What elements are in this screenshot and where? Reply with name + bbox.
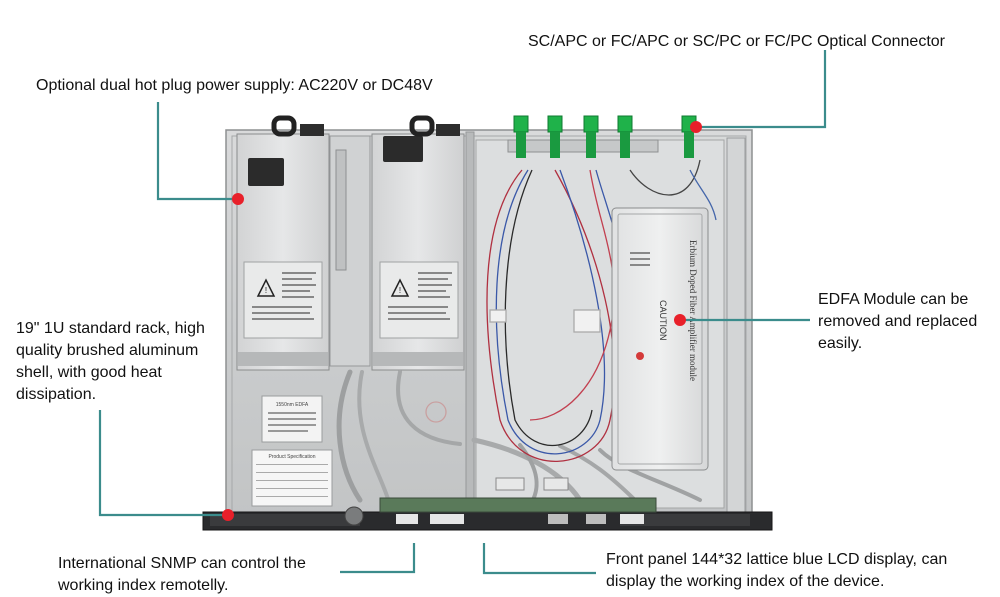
callout-edfa-line-1: EDFA Module can be <box>818 291 969 308</box>
edfa-module-label: Erbium Doped Fiber Amplifier module <box>688 240 698 381</box>
spec-table-title: Product Specification <box>269 454 316 460</box>
leader-rack <box>98 410 228 517</box>
wiring-harness <box>336 369 702 507</box>
psu-bay-slot <box>335 149 347 271</box>
optical-connectors <box>507 115 697 158</box>
dot-connector <box>690 121 702 133</box>
front-panel-board <box>344 497 657 526</box>
svg-text:!: ! <box>399 286 401 295</box>
callout-lcd-line-1: Front panel 144*32 lattice blue LCD disp… <box>606 551 948 568</box>
leader-lines <box>98 50 827 575</box>
connector-3 <box>583 115 599 158</box>
callout-connector: SC/APC or FC/APC or SC/PC or FC/PC Optic… <box>528 33 945 50</box>
connector-1 <box>513 115 529 158</box>
callout-dots <box>222 121 702 521</box>
callout-power: Optional dual hot plug power supply: AC2… <box>36 77 433 94</box>
leader-lcd <box>482 543 596 575</box>
callout-rack-line-2: quality brushed aluminum <box>16 342 199 359</box>
callout-rack-line-3: shell, with good heat <box>16 364 162 381</box>
connector-2 <box>547 115 563 158</box>
leader-connector <box>696 50 827 129</box>
dot-power <box>232 193 244 205</box>
dot-edfa <box>674 314 686 326</box>
leader-snmp <box>340 543 416 574</box>
callout-rack-line-1: 19" 1U standard rack, high <box>16 320 205 337</box>
power-supply-right: ! <box>371 115 465 371</box>
spec-sheet-title: 1550nm EDFA <box>276 402 309 408</box>
svg-text:!: ! <box>265 286 267 295</box>
callout-snmp-line-2: working index remotelly. <box>58 577 229 594</box>
callout-snmp-line-1: International SNMP can control the <box>58 555 306 572</box>
edfa-caution-label: CAUTION <box>658 300 668 341</box>
callout-lcd-line-2: display the working index of the device. <box>606 573 885 590</box>
dot-rack <box>222 509 234 521</box>
connector-4 <box>617 115 633 158</box>
callout-snmp: International SNMP can control the worki… <box>58 553 306 597</box>
callout-rack-line-4: dissipation. <box>16 386 97 403</box>
callout-rack: 19" 1U standard rack, high quality brush… <box>16 318 205 406</box>
callout-edfa-line-3: easily. <box>818 335 863 352</box>
edfa-module: Erbium Doped Fiber Amplifier module CAUT… <box>611 207 709 471</box>
power-supply-left: ! <box>236 115 330 371</box>
spec-sheet: 1550nm EDFA Product Specification <box>251 395 333 507</box>
callout-lcd: Front panel 144*32 lattice blue LCD disp… <box>606 549 947 593</box>
leader-power <box>156 102 238 201</box>
callout-edfa: EDFA Module can be removed and replaced … <box>818 289 977 355</box>
callout-edfa-line-2: removed and replaced <box>818 313 978 330</box>
